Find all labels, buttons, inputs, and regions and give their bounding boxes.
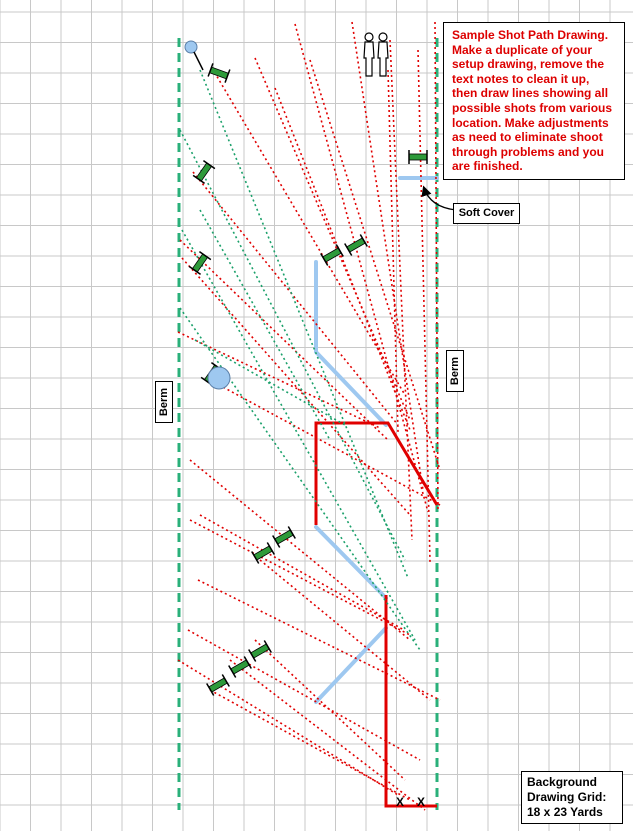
no-shoot-figure-2 xyxy=(377,32,389,77)
berm-right-label: Berm xyxy=(446,350,464,392)
upper-wall xyxy=(314,260,388,427)
green-shot-path xyxy=(181,229,416,641)
start-mark-1: X xyxy=(396,795,404,809)
note-line: setup drawing, remove the xyxy=(452,57,605,72)
paper-target xyxy=(251,542,275,564)
red-shot-path xyxy=(417,49,431,563)
note-line: Sample Shot Path Drawing. xyxy=(452,28,609,42)
green-shot-path xyxy=(179,129,406,561)
note-line: through problems and you xyxy=(452,144,604,159)
note-line: location. Make adjustments xyxy=(452,115,609,130)
paper-target xyxy=(188,250,212,276)
popper-target-stem xyxy=(193,51,204,71)
paper-target xyxy=(248,640,272,662)
note-line: are finished. xyxy=(452,159,523,174)
red-shot-path xyxy=(294,23,429,513)
lower-wall xyxy=(314,626,388,704)
red-shot-path xyxy=(179,239,389,441)
note-line: possible shots from various xyxy=(452,100,613,115)
note-line: then draw lines showing all xyxy=(452,86,609,101)
red-shot-paths xyxy=(177,21,441,811)
red-shot-path xyxy=(259,559,431,701)
note-line: text notes to clean it up, xyxy=(452,71,590,86)
grid-info-line: Drawing Grid: xyxy=(527,790,607,804)
red-shot-path xyxy=(351,21,424,491)
red-shot-path xyxy=(177,659,399,796)
walls xyxy=(314,176,439,704)
fault-line xyxy=(314,421,439,808)
paper-target xyxy=(206,674,230,696)
red-shot-path xyxy=(274,87,411,431)
paper-target xyxy=(228,656,252,678)
soft-cover-arrow xyxy=(421,185,457,211)
grid-info-box: Background Drawing Grid: 18 x 23 Yards xyxy=(521,771,623,824)
paper-target xyxy=(207,63,231,83)
green-shot-path xyxy=(199,209,331,441)
berm-left-label: Berm xyxy=(155,381,173,423)
red-shot-path xyxy=(192,171,399,426)
grid-info-line: Background xyxy=(527,775,598,789)
paper-target xyxy=(320,244,344,266)
paper-target xyxy=(408,150,428,164)
plate-target-circle xyxy=(207,366,231,390)
red-shot-path xyxy=(199,514,405,631)
popper-target-head xyxy=(184,40,198,54)
green-shot-path xyxy=(179,307,421,651)
red-shot-path xyxy=(187,629,421,761)
note-line: Make a duplicate of your xyxy=(452,42,593,57)
red-shot-path xyxy=(434,21,439,511)
instructions-note: Sample Shot Path Drawing. Make a duplica… xyxy=(443,22,625,180)
red-shot-path xyxy=(189,519,411,636)
red-shot-path xyxy=(197,579,441,701)
no-shoot-figures xyxy=(363,32,389,77)
red-shot-path xyxy=(229,659,426,811)
green-shot-path xyxy=(199,69,409,579)
start-mark-2: X xyxy=(417,795,425,809)
red-shot-path xyxy=(181,257,411,516)
red-shot-path xyxy=(189,459,411,641)
paper-target xyxy=(344,234,368,256)
red-shot-path xyxy=(211,67,406,396)
red-shot-path xyxy=(254,57,411,421)
red-shot-path xyxy=(389,39,413,541)
red-shot-path xyxy=(177,331,381,429)
paper-target xyxy=(272,526,296,548)
paper-target xyxy=(192,159,216,185)
red-shot-path xyxy=(209,379,441,506)
grid-info-line: 18 x 23 Yards xyxy=(527,805,603,819)
note-line: as need to eliminate shoot xyxy=(452,130,603,145)
middle-wall xyxy=(314,525,388,600)
green-shot-paths xyxy=(179,69,421,651)
soft-cover-label: Soft Cover xyxy=(453,203,520,224)
red-shot-path xyxy=(254,639,406,781)
red-shot-path xyxy=(209,689,411,801)
red-shot-path xyxy=(309,59,441,471)
targets xyxy=(188,63,428,696)
red-shot-path xyxy=(387,69,399,433)
no-shoot-figure-1 xyxy=(363,32,375,77)
green-shot-path xyxy=(194,339,346,426)
